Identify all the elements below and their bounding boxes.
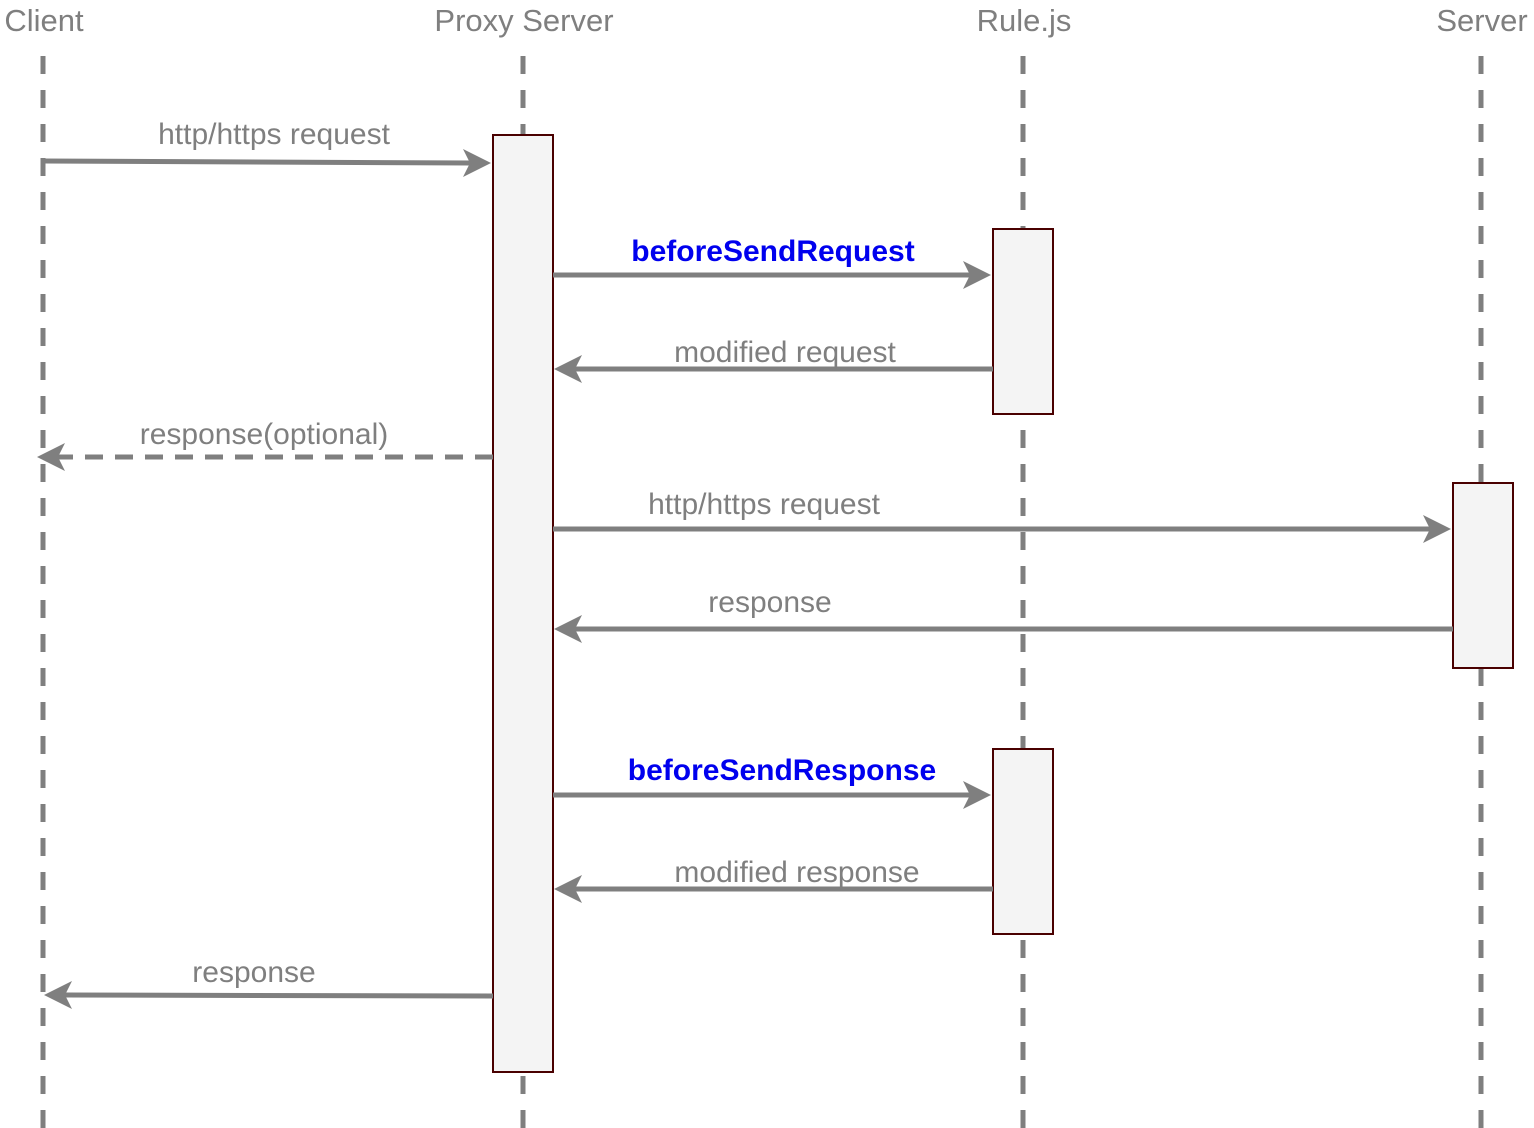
participant-client: Client xyxy=(4,3,84,38)
message-label-modified-request: modified request xyxy=(674,336,896,369)
arrowhead xyxy=(44,981,72,1009)
message-label-server-response: response xyxy=(708,586,831,619)
activation-proxy-server xyxy=(492,134,554,1073)
arrowhead xyxy=(554,615,582,643)
message-label-before-send-response: beforeSendResponse xyxy=(628,754,936,787)
arrowhead xyxy=(463,149,491,177)
activation-server xyxy=(1452,482,1514,669)
message-label-before-send-request: beforeSendRequest xyxy=(631,235,914,268)
message-label-response-optional: response(optional) xyxy=(140,418,388,451)
participant-server: Server xyxy=(1436,3,1527,38)
message-label-client-request: http/https request xyxy=(158,118,390,151)
message-label-modified-response: modified response xyxy=(674,856,919,889)
message-label-server-request: http/https request xyxy=(648,488,880,521)
arrowhead xyxy=(37,443,65,471)
message-label-final-response: response xyxy=(192,956,315,989)
arrow-proxy-to-client-response xyxy=(64,992,494,999)
participant-rule-js: Rule.js xyxy=(977,3,1072,38)
participant-proxy-server: Proxy Server xyxy=(434,3,613,38)
arrowhead xyxy=(963,261,991,289)
arrowhead xyxy=(963,781,991,809)
activation-rule-before-send-request xyxy=(992,228,1054,415)
arrowhead xyxy=(554,355,582,383)
arrowhead xyxy=(1423,515,1451,543)
arrow-client-to-proxy-request xyxy=(42,158,471,166)
arrowhead xyxy=(554,875,582,903)
activation-rule-before-send-response xyxy=(992,748,1054,935)
